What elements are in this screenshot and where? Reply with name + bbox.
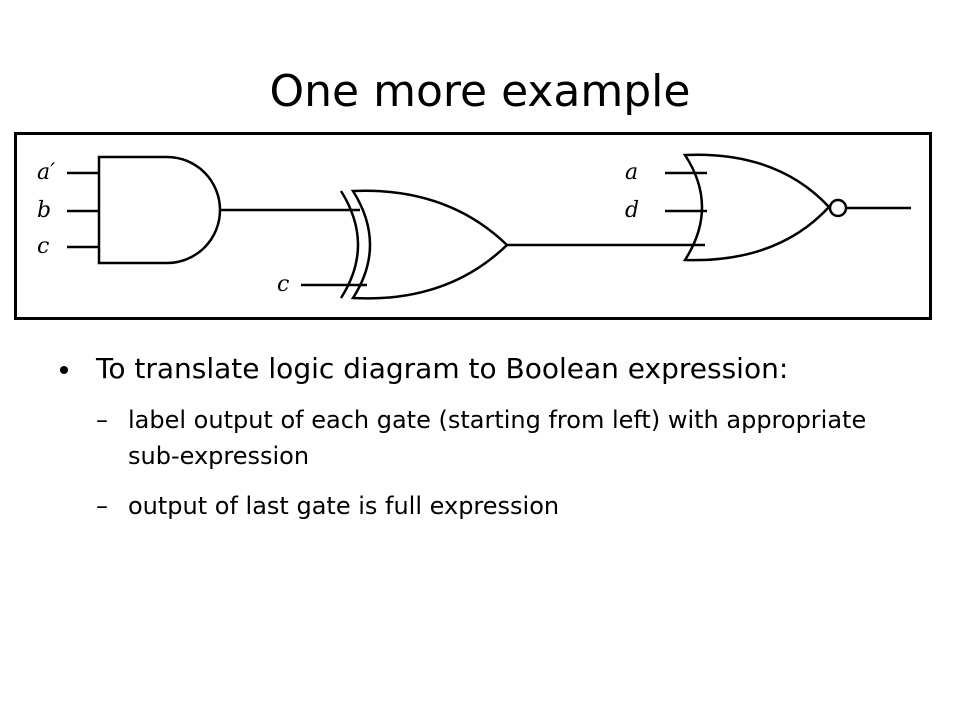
logic-diagram: a′ b c c a d — [14, 132, 932, 320]
xor-gate — [350, 189, 509, 300]
nor-input-label-2: d — [625, 198, 639, 223]
and-gate — [97, 155, 222, 265]
dash-marker: – — [96, 492, 108, 520]
sub-bullet-list: – label output of each gate (starting fr… — [60, 402, 920, 524]
logic-diagram-canvas: a′ b c c a d — [37, 153, 911, 300]
and-input-label-2: b — [37, 198, 51, 223]
bullet-list: To translate logic diagram to Boolean ex… — [60, 348, 920, 538]
and-input-label-3: c — [37, 234, 49, 259]
xor-input-label: c — [277, 272, 289, 297]
dash-marker: – — [96, 406, 108, 434]
slide-title: One more example — [269, 66, 691, 117]
bullet-item: To translate logic diagram to Boolean ex… — [60, 348, 920, 390]
nor-input-label-1: a — [625, 160, 638, 185]
xor-gate-back-curve — [339, 190, 360, 299]
nor-gate — [682, 153, 831, 262]
sub-bullet-text: output of last gate is full expression — [128, 492, 560, 520]
sub-bullet-text: label output of each gate (starting from… — [128, 406, 867, 470]
sub-bullet-item: – output of last gate is full expression — [96, 488, 920, 524]
sub-bullet-item: – label output of each gate (starting fr… — [96, 402, 920, 474]
nor-inversion-bubble — [828, 198, 848, 218]
and-input-label-1: a′ — [37, 160, 55, 185]
bullet-text: To translate logic diagram to Boolean ex… — [96, 352, 789, 385]
bullet-dot-icon — [60, 366, 68, 374]
